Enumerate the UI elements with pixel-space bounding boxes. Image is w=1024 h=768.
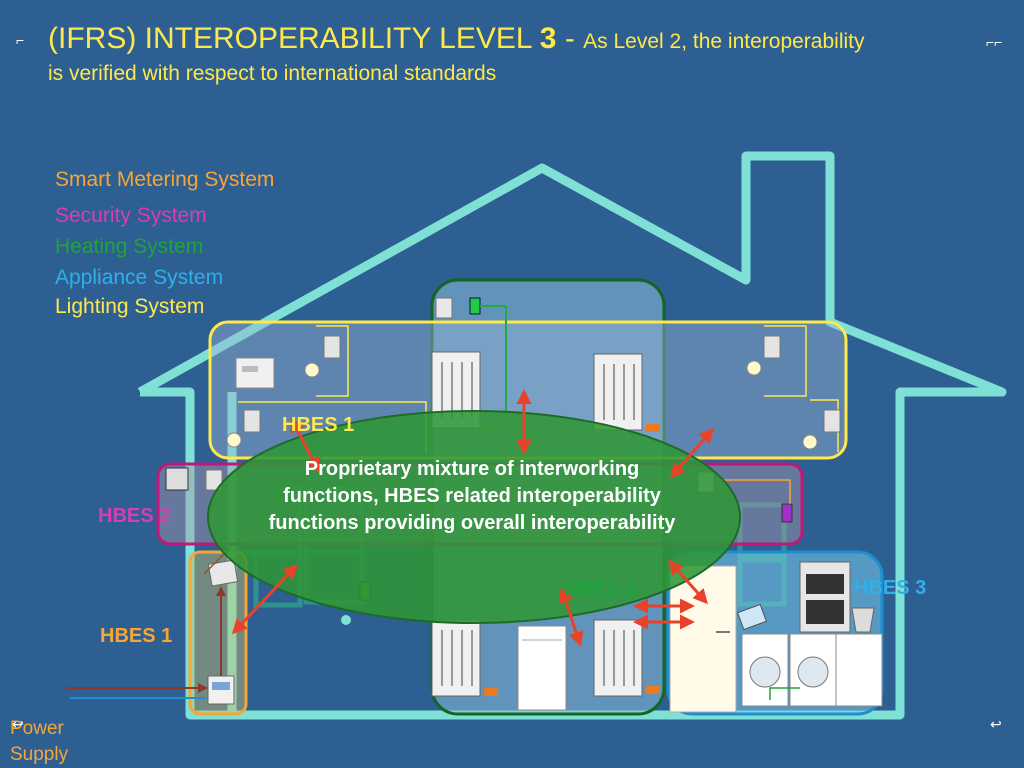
heating-sensor-icon	[470, 298, 480, 314]
legend-heating: Heating System	[55, 235, 203, 259]
legend-security: Security System	[55, 204, 207, 228]
room-sensor-icon	[436, 298, 452, 318]
return-icon[interactable]: ↩	[990, 716, 1002, 733]
meter-display-icon	[208, 560, 237, 586]
legend-appliance: Appliance System	[55, 266, 223, 290]
hbes-label-security: HBES 2	[98, 505, 170, 528]
interoperability-description: Proprietary mixture of interworking func…	[268, 456, 676, 537]
oven-icon	[800, 562, 850, 632]
legend-lighting: Lighting System	[55, 295, 204, 319]
hbes-label-lighting: HBES 1	[282, 414, 354, 437]
boiler-icon	[518, 626, 566, 710]
security-keypad-icon	[236, 358, 274, 388]
back-icon[interactable]: ↩	[12, 716, 24, 733]
hbes-label-metering: HBES 1	[100, 625, 172, 648]
legend-smart-metering: Smart Metering System	[55, 168, 274, 192]
washing-machine-icon	[742, 634, 882, 706]
valve-icon	[484, 688, 498, 696]
valve-icon	[646, 424, 660, 432]
kettle-icon	[852, 608, 874, 632]
valve-icon	[646, 686, 660, 694]
smart-meter-icon	[208, 676, 234, 704]
fridge-icon	[670, 566, 736, 712]
security-sensor-icon	[782, 504, 792, 522]
hbes-label-heating: HBES 3	[544, 579, 636, 602]
door-knob-icon	[341, 615, 351, 625]
hbes-label-appliance: HBES 3	[854, 577, 926, 600]
